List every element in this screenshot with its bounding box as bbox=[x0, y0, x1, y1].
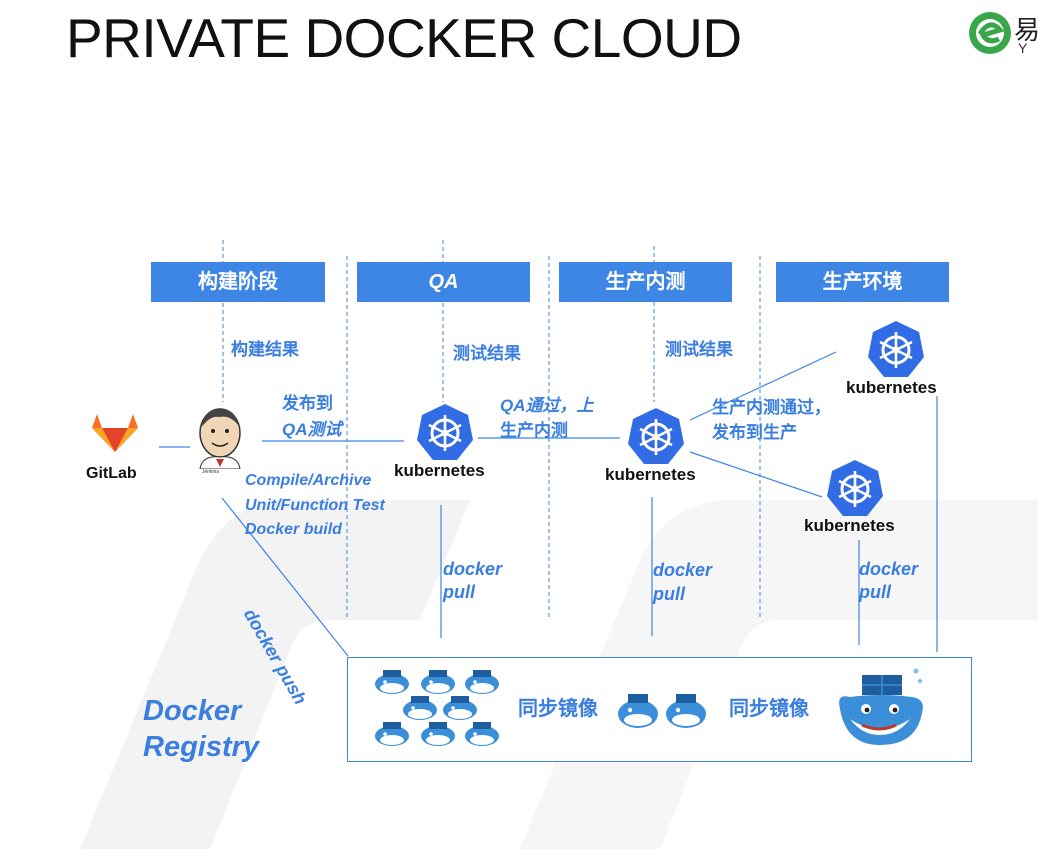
jenkins-node: Jenkins bbox=[190, 405, 250, 477]
jenkins-label: Jenkins bbox=[202, 469, 219, 475]
docker-pull-qa-line1: docker bbox=[443, 559, 503, 579]
beta-pass-label-line1: 生产内测通过， bbox=[712, 398, 831, 417]
logo-glyph: 易 bbox=[1014, 15, 1038, 45]
k8s-beta-label: kubernetes bbox=[605, 465, 696, 484]
k8s-qa-node: kubernetes bbox=[394, 403, 504, 483]
registry-title-line1: Docker bbox=[143, 695, 242, 727]
beta-pass-label-line2: 发布到生产 bbox=[712, 423, 797, 442]
stage-qa: QA bbox=[357, 262, 530, 302]
docker-pull-qa-line2: pull bbox=[443, 582, 475, 602]
stage-beta: 生产内测 bbox=[559, 262, 732, 302]
qa-test-result-label: 测试结果 bbox=[453, 344, 521, 363]
kubernetes-icon bbox=[628, 408, 684, 464]
gitlab-label: GitLab bbox=[86, 465, 137, 482]
beta-test-result-label: 测试结果 bbox=[665, 340, 733, 359]
kubernetes-icon bbox=[827, 460, 883, 516]
stage-build: 构建阶段 bbox=[151, 262, 325, 302]
publish-label-line2: QA测试 bbox=[282, 420, 342, 439]
gitlab-node: GitLab bbox=[72, 402, 159, 486]
build-step-docker-build: Docker build bbox=[245, 521, 342, 538]
docker-registry-title: Docker Registry bbox=[143, 693, 259, 765]
docker-whale-cluster-icon bbox=[375, 670, 499, 746]
docker-pull-beta-line1: docker bbox=[653, 560, 713, 580]
sync-label-2: 同步镜像 bbox=[729, 698, 809, 720]
kubernetes-icon bbox=[868, 321, 924, 377]
build-step-test: Unit/Function Test bbox=[245, 497, 385, 514]
docker-whale-pair-icon bbox=[618, 694, 706, 728]
gitlab-icon bbox=[92, 414, 138, 452]
build-result-label: 构建结果 bbox=[231, 340, 299, 359]
company-logo: 易 Y bbox=[966, 8, 1038, 58]
k8s-prod-1-label: kubernetes bbox=[846, 378, 937, 397]
sync-label-1: 同步镜像 bbox=[518, 698, 598, 720]
page-title: PRIVATE DOCKER CLOUD bbox=[66, 7, 742, 69]
publish-label-line1: 发布到 bbox=[282, 394, 333, 413]
k8s-prod-node-2: kubernetes bbox=[804, 459, 914, 539]
k8s-qa-label: kubernetes bbox=[394, 461, 485, 480]
docker-pull-prod-line2: pull bbox=[859, 582, 891, 602]
docker-pull-prod-line1: docker bbox=[859, 559, 919, 579]
company-logo-e-icon bbox=[969, 12, 1011, 54]
jenkins-icon bbox=[199, 408, 241, 470]
docker-whale-large-icon bbox=[839, 668, 923, 745]
k8s-prod-2-label: kubernetes bbox=[804, 516, 895, 535]
k8s-beta-node: kubernetes bbox=[605, 407, 715, 487]
logo-letter: Y bbox=[1018, 40, 1028, 56]
k8s-prod-node-1: kubernetes bbox=[846, 320, 956, 400]
build-step-compile: Compile/Archive bbox=[245, 472, 372, 489]
qa-pass-label-line1: QA通过，上 bbox=[500, 396, 594, 415]
qa-pass-label-line2: 生产内测 bbox=[500, 421, 568, 440]
stage-production: 生产环境 bbox=[776, 262, 949, 302]
docker-pull-beta-line2: pull bbox=[653, 584, 685, 604]
registry-title-line2: Registry bbox=[143, 731, 260, 763]
kubernetes-icon bbox=[417, 404, 473, 460]
